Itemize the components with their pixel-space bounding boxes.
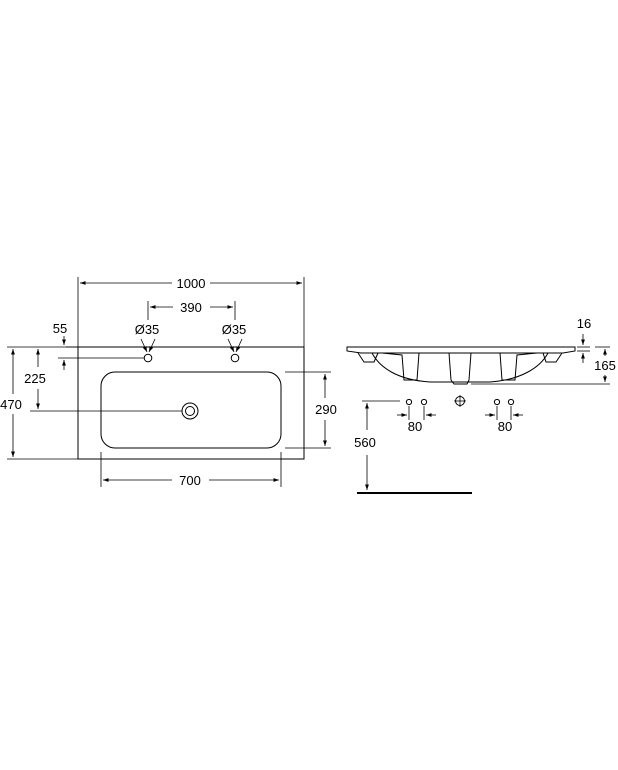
label-rim-thickness: 16 (577, 316, 591, 331)
pipe-right-2 (507, 398, 515, 406)
basin-outline (77, 346, 305, 460)
drain-outer (181, 402, 199, 420)
pipe-left-2 (420, 398, 428, 406)
label-basin-height: 165 (594, 358, 616, 373)
label-pipe-spacing-left: 80 (408, 419, 422, 434)
dim-overall-depth: 470 (0, 346, 78, 460)
label-bowl-depth: 290 (315, 402, 337, 417)
label-tap-hole-left: Ø35 (135, 322, 160, 337)
dim-bowl-depth: 290 (285, 371, 337, 449)
dim-basin-height: 165 (471, 346, 616, 385)
dim-rim-thickness: 16 (577, 316, 591, 363)
dim-tap-spacing: 390 (147, 300, 236, 320)
dim-tap-offset: 55 (53, 321, 144, 370)
dim-drain-offset: 225 (24, 346, 182, 412)
basin-rim (346, 346, 576, 354)
support-left (357, 352, 379, 363)
drain-inner (185, 406, 195, 416)
dim-tap-holes: Ø35 Ø35 (135, 322, 247, 353)
bracket-centre (448, 352, 472, 385)
label-tap-spacing: 390 (180, 300, 202, 315)
label-tap-hole-right: Ø35 (222, 322, 247, 337)
top-view (77, 346, 305, 460)
label-overall-depth: 470 (0, 397, 22, 412)
tap-hole-right (230, 353, 240, 363)
label-drain-offset: 225 (24, 371, 46, 386)
dim-pipe-spacing-left: 80 (397, 406, 436, 434)
bowl-outline (100, 371, 282, 449)
bracket-left (381, 352, 420, 381)
dim-overall-width: 1000 (77, 276, 305, 347)
bowl-underside (371, 352, 549, 383)
label-pipe-spacing-right: 80 (498, 419, 512, 434)
dim-bowl-width: 700 (100, 452, 282, 488)
label-overall-width: 1000 (177, 276, 206, 291)
label-bowl-width: 700 (179, 473, 201, 488)
dim-pipe-spacing-right: 80 (485, 406, 523, 434)
support-right (542, 352, 563, 363)
pipe-right-1 (493, 398, 501, 406)
label-mount-height: 560 (354, 435, 376, 450)
bracket-right (499, 352, 538, 381)
tap-hole-left (143, 353, 153, 363)
pipe-left-1 (405, 398, 413, 406)
label-tap-offset: 55 (53, 321, 67, 336)
side-view (346, 346, 576, 385)
pipe-connections (405, 395, 515, 407)
dim-mount-height: 560 (354, 400, 472, 494)
